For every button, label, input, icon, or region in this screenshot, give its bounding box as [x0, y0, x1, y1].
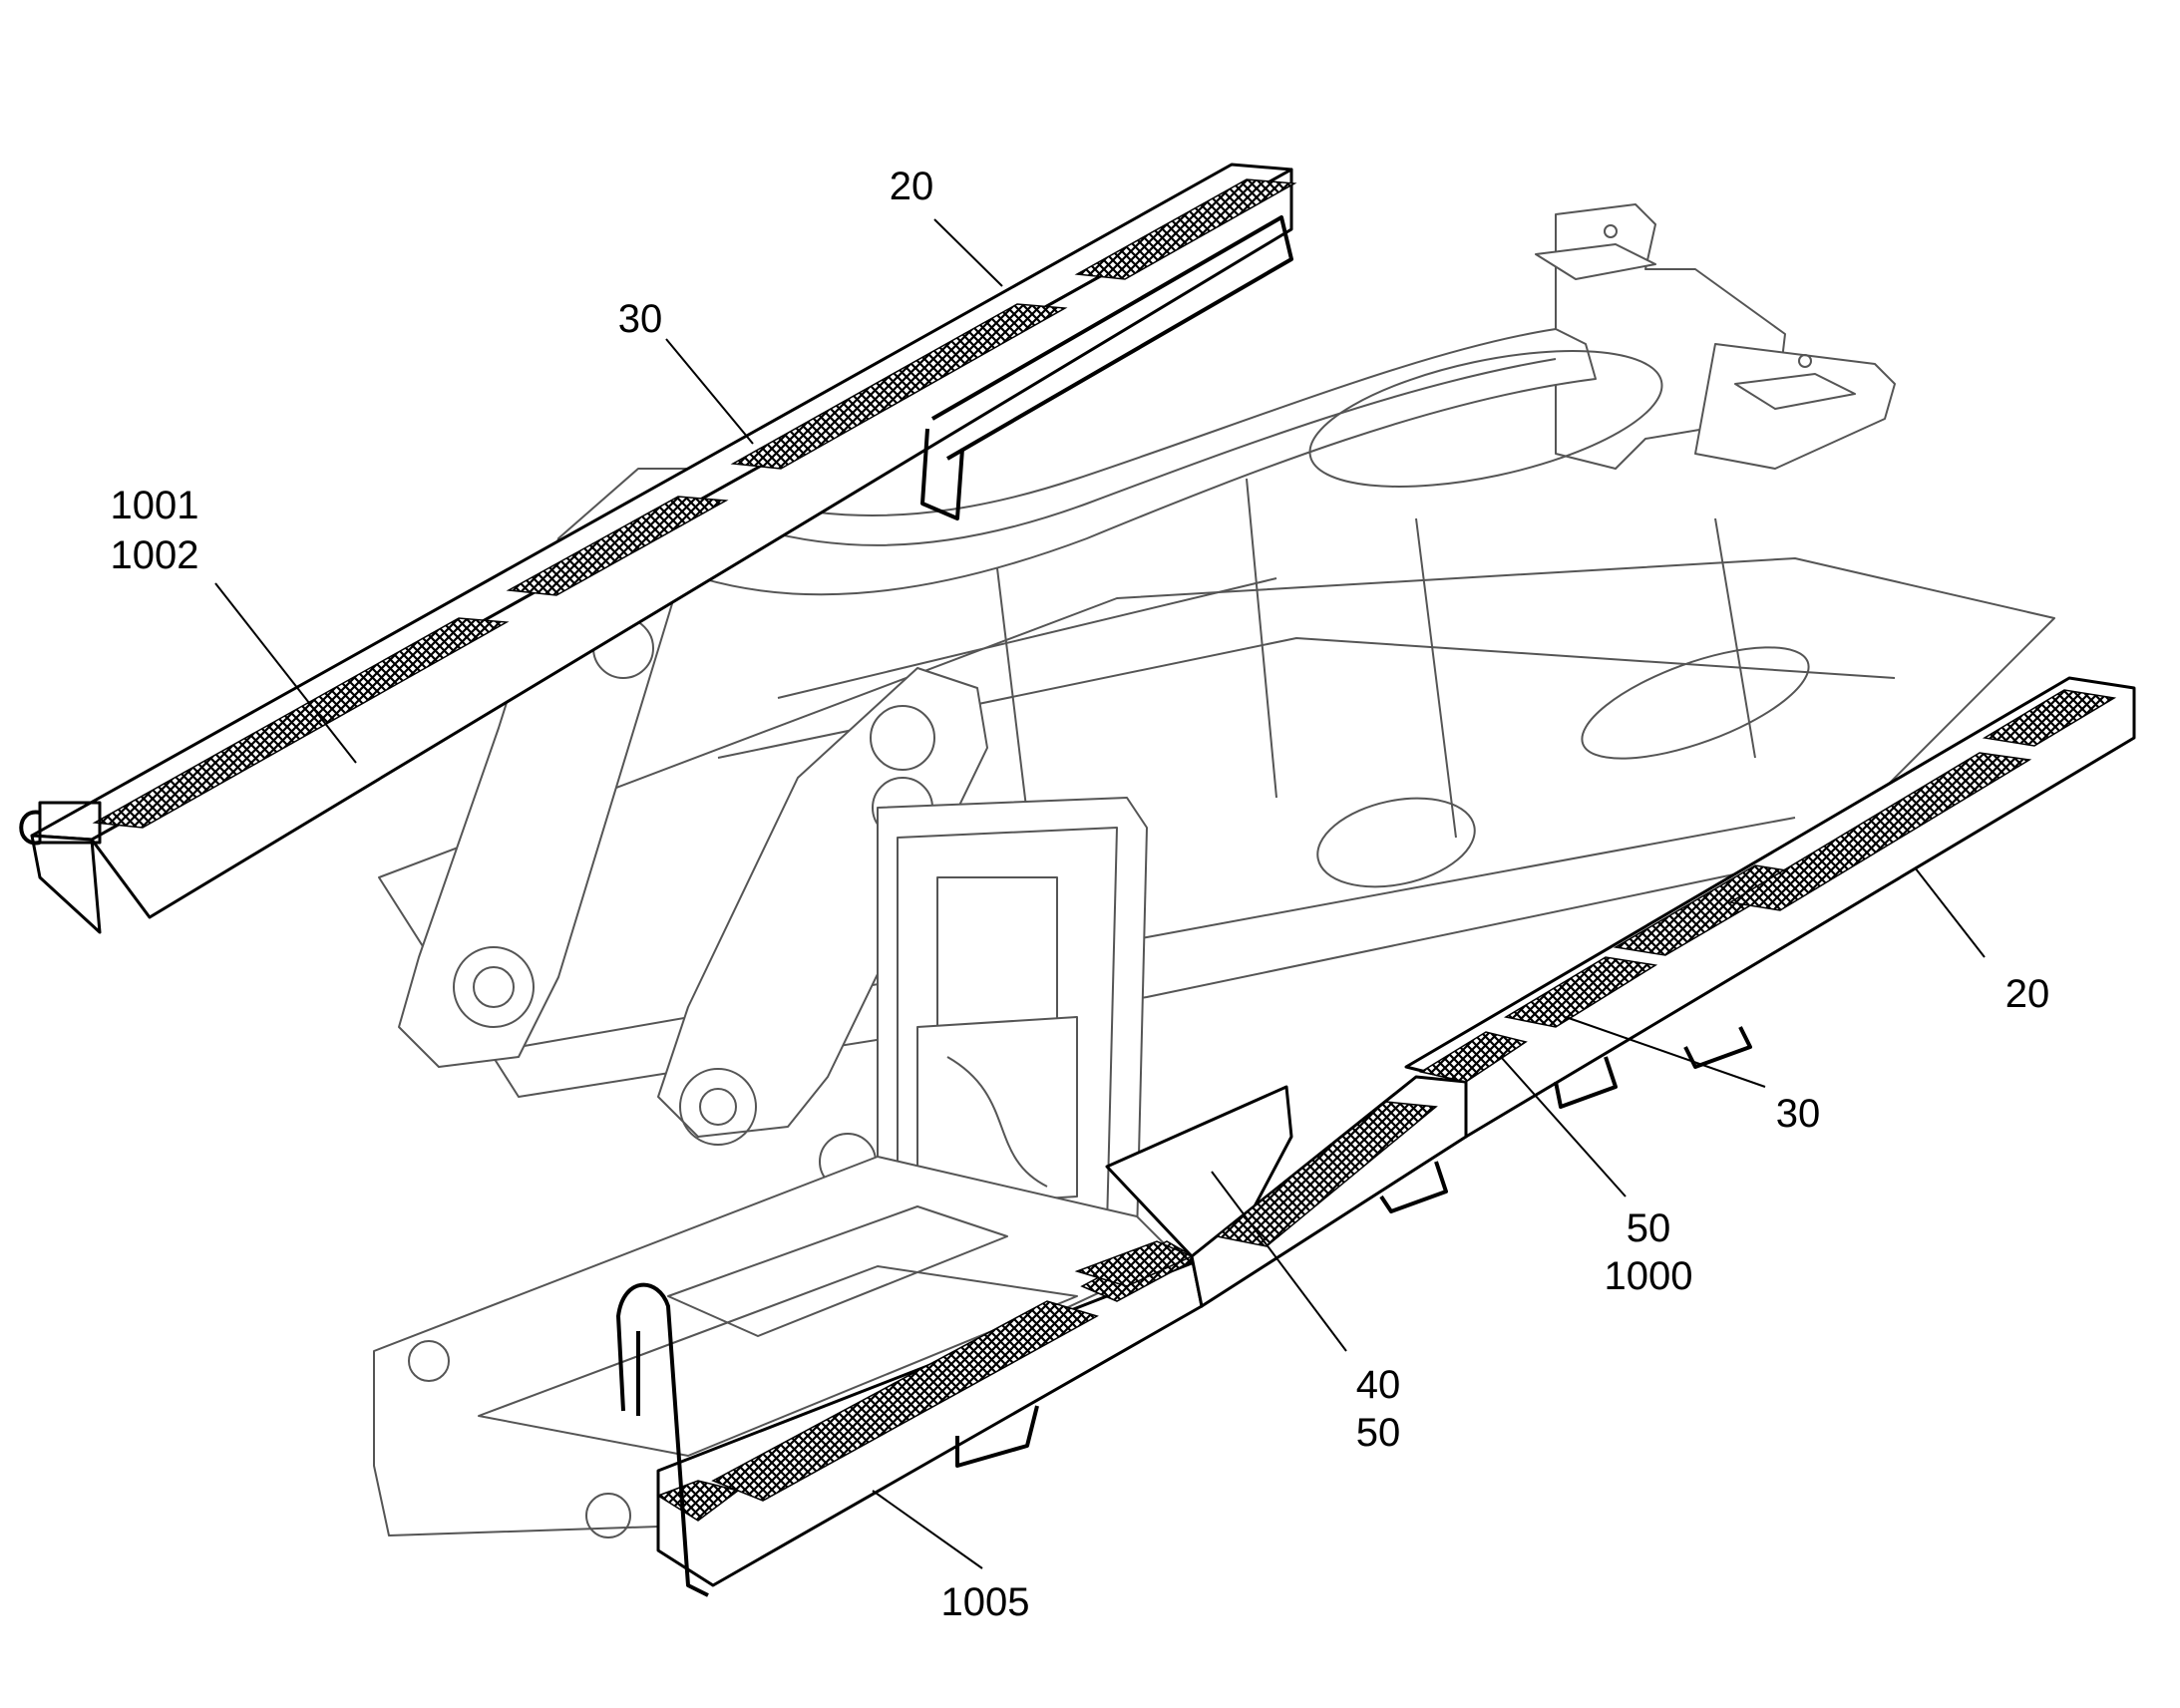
callout-1005-line-1: 1005 [941, 1580, 1030, 1624]
callout-20-top: 20 [890, 165, 934, 208]
callout-20-top-line-1: 20 [890, 165, 934, 208]
callout-40-50-line-1: 40 [1356, 1363, 1401, 1407]
callout-20-right-line-1: 20 [2005, 972, 2050, 1016]
step-20-30-right [1404, 676, 2136, 1139]
step-1005 [616, 1240, 1204, 1597]
step-40-50 [1074, 1075, 1468, 1308]
callout-1001-1002-line-2: 1002 [111, 533, 199, 577]
step-1001-1002 [19, 163, 1297, 934]
callout-30-top-line-1: 30 [618, 297, 663, 341]
callout-50-1000-line-2: 1000 [1605, 1254, 1693, 1298]
callout-1001-1002-line-1: 1001 [111, 484, 199, 527]
callout-30-right-line-1: 30 [1776, 1092, 1821, 1136]
callout-30-right: 30 [1776, 1092, 1821, 1136]
leader-lines [214, 218, 1986, 1569]
callout-50-1000-line-1: 50 [1627, 1206, 1671, 1250]
callout-40-50: 40 50 [1356, 1363, 1401, 1455]
callout-40-50-line-2: 50 [1356, 1411, 1401, 1455]
callout-1005: 1005 [941, 1580, 1030, 1624]
callout-20-right: 20 [2005, 972, 2050, 1016]
front-base-frame [373, 1156, 1178, 1538]
callout-30-top: 30 [618, 297, 663, 341]
callout-50-1000: 50 1000 [1605, 1206, 1693, 1298]
callout-1001-1002: 1001 1002 [111, 484, 199, 577]
